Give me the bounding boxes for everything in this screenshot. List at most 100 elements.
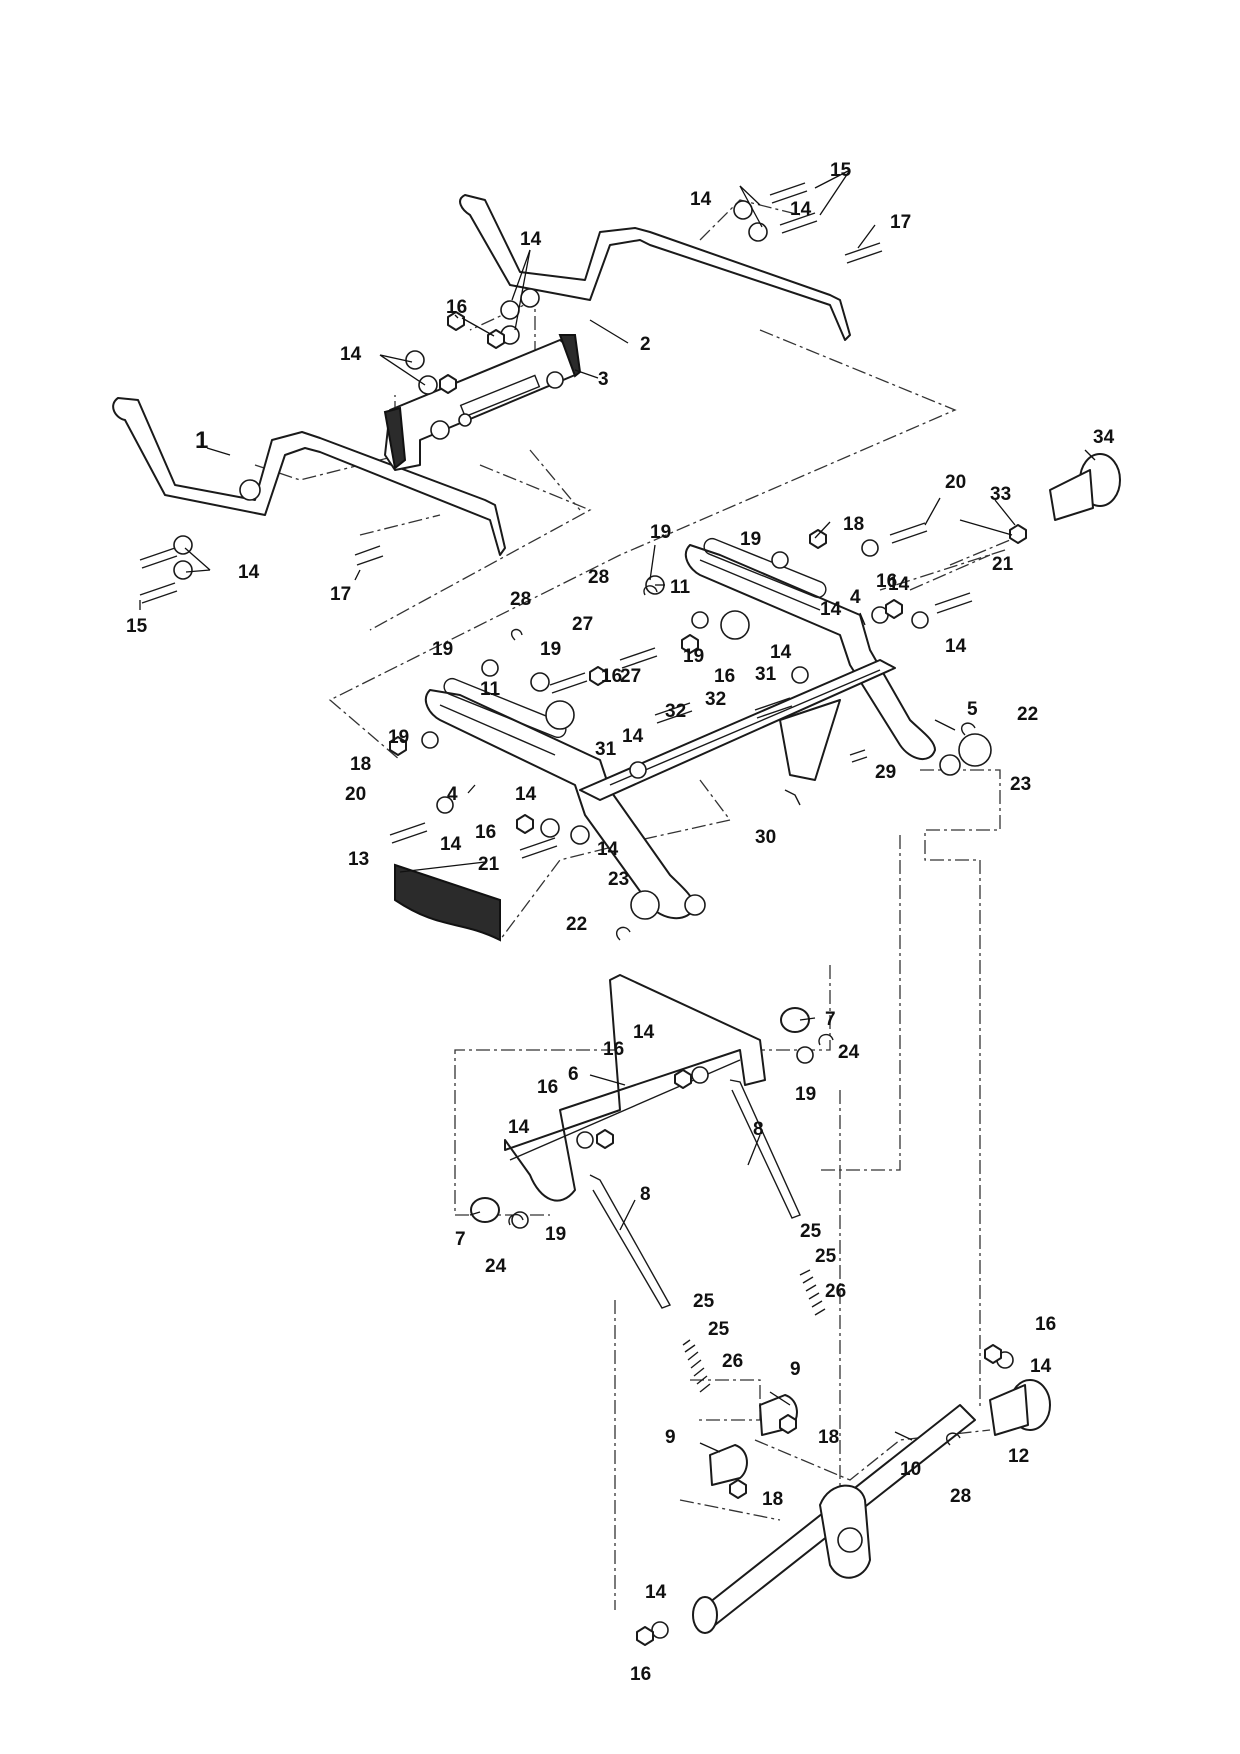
callout-19: 19: [540, 639, 561, 660]
callout-18: 18: [762, 1489, 783, 1510]
callout-14: 14: [770, 642, 792, 663]
callout-7: 7: [455, 1229, 466, 1250]
hardware: [139, 182, 1027, 1646]
callout-16: 16: [446, 297, 467, 318]
part-6-frame: [504, 974, 766, 1202]
callout-15: 15: [830, 160, 852, 181]
part-26-spring-right: [799, 1269, 826, 1316]
callout-14: 14: [888, 574, 910, 595]
callout-32: 32: [705, 689, 726, 710]
callout-32: 32: [665, 701, 686, 722]
part-26-spring-left: [682, 1339, 711, 1393]
callout-19: 19: [545, 1224, 566, 1245]
part-7-pivot-right: [780, 1007, 810, 1033]
callout-6: 6: [568, 1064, 579, 1085]
callout-16: 16: [714, 666, 735, 687]
callout-26: 26: [825, 1281, 846, 1302]
callout-33: 33: [990, 484, 1011, 505]
callout-14: 14: [340, 344, 362, 365]
center-plate: [779, 699, 841, 781]
callout-5: 5: [967, 699, 978, 720]
part-8-rod-left: [589, 1174, 672, 1309]
callout-28: 28: [950, 1486, 971, 1507]
callout-21: 21: [478, 854, 500, 875]
callout-10: 10: [900, 1459, 921, 1480]
right-side-plate: [684, 544, 936, 760]
callout-3: 3: [598, 369, 609, 390]
callout-14: 14: [690, 189, 712, 210]
upper-frame-assembly: [112, 194, 851, 556]
callout-20: 20: [945, 472, 966, 493]
callout-18: 18: [818, 1427, 839, 1448]
callout-14: 14: [790, 199, 812, 220]
callout-16: 16: [630, 1664, 651, 1685]
callout-28: 28: [588, 567, 609, 588]
callout-22: 22: [1017, 704, 1038, 725]
callout-17: 17: [890, 212, 911, 233]
callout-14: 14: [597, 839, 619, 860]
callout-16: 16: [475, 822, 496, 843]
part-1-arm: [112, 397, 506, 556]
left-side-plate: [424, 689, 696, 920]
callout-19: 19: [650, 522, 671, 543]
part-9-left: [709, 1444, 748, 1486]
callout-34: 34: [1093, 427, 1115, 448]
callout-18: 18: [350, 754, 371, 775]
callout-7: 7: [825, 1009, 836, 1030]
middle-linkage-assembly: [424, 537, 961, 920]
part-13-pad: [394, 863, 501, 942]
callout-14: 14: [238, 562, 260, 583]
part-8-rod-right: [729, 1079, 801, 1219]
callout-24: 24: [485, 1256, 507, 1277]
callout-8: 8: [640, 1184, 651, 1205]
leader-lines: [139, 169, 1096, 1453]
callout-23: 23: [608, 869, 629, 890]
callout-14: 14: [520, 229, 542, 250]
callout-31: 31: [755, 664, 777, 685]
callout-17: 17: [330, 584, 351, 605]
callout-9: 9: [665, 1427, 676, 1448]
callout-14: 14: [945, 636, 967, 657]
callout-21: 21: [992, 554, 1014, 575]
callout-25: 25: [693, 1291, 715, 1312]
callout-14: 14: [633, 1022, 655, 1043]
callout-4: 4: [447, 784, 458, 805]
callout-27: 27: [572, 614, 593, 635]
callout-19: 19: [795, 1084, 816, 1105]
callout-23: 23: [1010, 774, 1031, 795]
callout-9: 9: [790, 1359, 801, 1380]
callout-19: 19: [740, 529, 761, 550]
callout-4: 4: [850, 587, 861, 608]
callout-14: 14: [515, 784, 537, 805]
callout-14: 14: [1030, 1356, 1052, 1377]
callout-15: 15: [126, 616, 148, 637]
callout-27: 27: [620, 666, 641, 687]
callout-16: 16: [1035, 1314, 1056, 1335]
part-2-arm: [459, 194, 851, 341]
callout-16: 16: [603, 1039, 624, 1060]
callout-14: 14: [645, 1582, 667, 1603]
callout-20: 20: [345, 784, 366, 805]
callout-13: 13: [348, 849, 369, 870]
callout-14: 14: [440, 834, 462, 855]
bottom-shaft-assembly: [692, 1379, 1051, 1634]
callout-11: 11: [670, 577, 691, 598]
callout-24: 24: [838, 1042, 860, 1063]
callout-1: 1: [195, 427, 208, 454]
callout-14: 14: [622, 726, 644, 747]
callout-28: 28: [510, 589, 531, 610]
callout-14: 14: [508, 1117, 530, 1138]
callout-19: 19: [683, 646, 704, 667]
callout-25: 25: [815, 1246, 837, 1267]
part-30-clip: [784, 789, 801, 806]
callout-8: 8: [753, 1119, 764, 1140]
callout-16: 16: [876, 571, 897, 592]
callout-16: 16: [601, 666, 622, 687]
callout-19: 19: [432, 639, 453, 660]
callout-31: 31: [595, 739, 617, 760]
callout-14: 14: [820, 599, 842, 620]
callout-16: 16: [537, 1077, 558, 1098]
callout-22: 22: [566, 914, 587, 935]
callout-26: 26: [722, 1351, 743, 1372]
